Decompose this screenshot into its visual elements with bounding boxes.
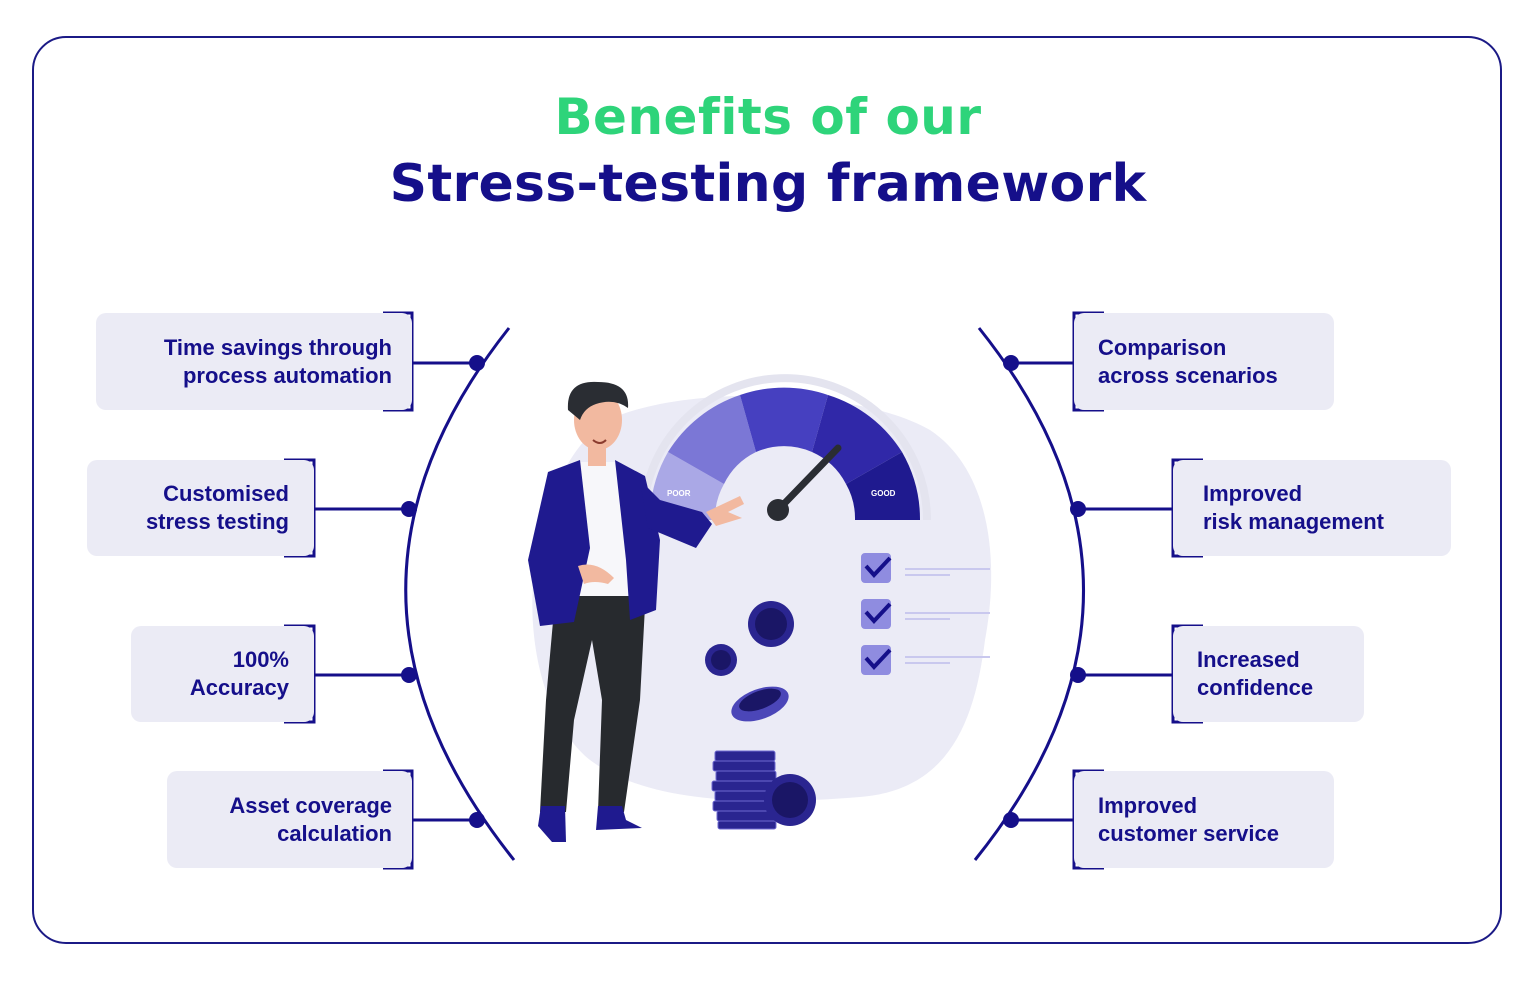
- benefit-asset-coverage: Asset coverage calculation: [167, 771, 412, 868]
- benefit-risk-management: Improved risk management: [1173, 460, 1451, 556]
- benefit-line: process automation: [182, 362, 392, 388]
- benefit-comparison-scenarios: Comparison across scenarios: [1074, 313, 1334, 410]
- benefit-line: confidence: [1197, 675, 1314, 700]
- benefit-line: Improved: [1203, 481, 1303, 506]
- benefit-customised-stress-testing: Customised stress testing: [87, 460, 314, 556]
- gauge-poor-label: POOR: [667, 489, 691, 498]
- businessman: [528, 381, 744, 842]
- left-arc: [404, 327, 516, 861]
- benefit-accuracy: 100% Accuracy: [131, 626, 314, 722]
- outer-frame: [32, 36, 1502, 944]
- title-line-1: Benefits of our: [554, 88, 982, 146]
- left-connector-dots: [401, 355, 485, 828]
- benefit-increased-confidence: Increased confidence: [1173, 626, 1364, 722]
- checklist: [861, 553, 990, 675]
- benefit-line: 100%: [232, 647, 289, 672]
- benefit-line: risk management: [1203, 509, 1384, 534]
- right-arc: [973, 327, 1085, 861]
- benefit-line: calculation: [277, 820, 392, 846]
- benefit-line: Time savings through: [163, 334, 392, 360]
- benefit-line: Comparison: [1098, 334, 1227, 360]
- benefit-line: Asset coverage: [229, 792, 392, 818]
- benefit-line: Increased: [1197, 647, 1300, 672]
- benefit-time-savings: Time savings through process automation: [96, 313, 412, 410]
- benefit-line: across scenarios: [1098, 362, 1278, 388]
- benefit-line: Improved: [1098, 792, 1198, 818]
- gauge-good-label: GOOD: [871, 489, 896, 498]
- benefit-line: stress testing: [145, 509, 289, 534]
- benefit-line: Customised: [163, 481, 289, 506]
- gauge: POOR GOOD: [639, 374, 931, 521]
- coins: [705, 601, 816, 830]
- benefit-line: Accuracy: [189, 675, 289, 700]
- benefit-line: customer service: [1098, 820, 1279, 846]
- title-line-2: Stress-testing framework: [389, 154, 1147, 214]
- benefit-customer-service: Improved customer service: [1074, 771, 1334, 868]
- right-connector-dots: [1003, 355, 1086, 828]
